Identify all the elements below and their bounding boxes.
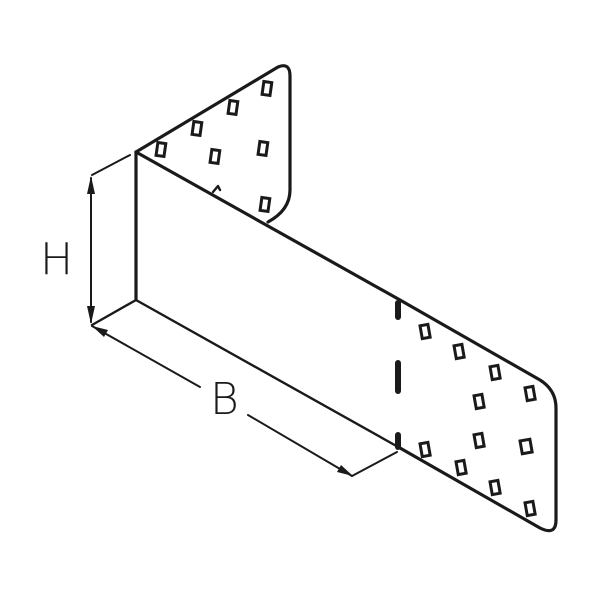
dimension-h: [87, 176, 95, 324]
dimension-label-b: B: [210, 374, 239, 425]
bracket-body: [90, 150, 402, 450]
dimension-b: [91, 325, 398, 477]
upper-flange-holes: [154, 79, 274, 214]
dimension-label-h: H: [40, 234, 74, 285]
right-flange-holes: [418, 322, 537, 518]
upper-flange: [134, 64, 292, 224]
right-flange: [395, 298, 558, 533]
